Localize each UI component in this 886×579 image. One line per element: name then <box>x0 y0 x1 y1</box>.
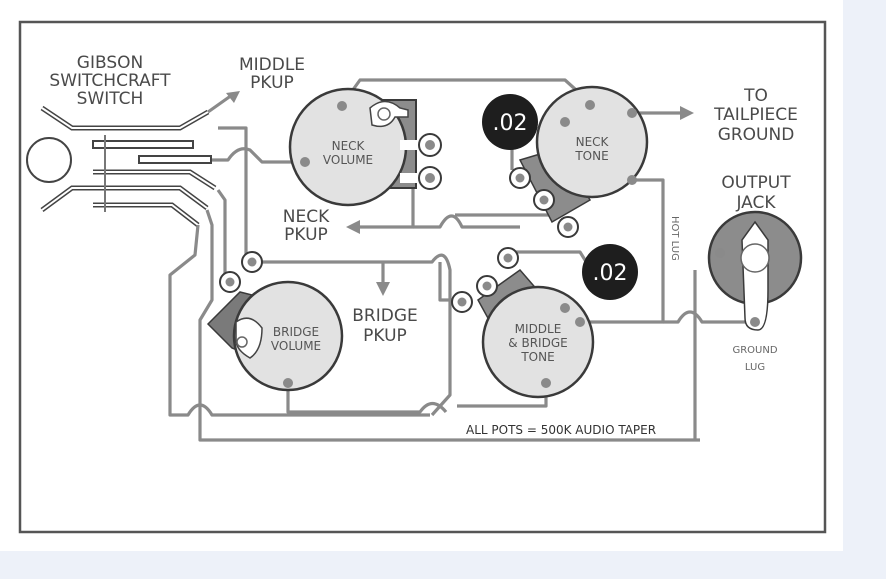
middle-bridge-tone-pot: MIDDLE & BRIDGE TONE <box>451 247 595 399</box>
capacitor-value: .02 <box>593 261 628 286</box>
bridge-pkup-arrow-icon <box>376 282 390 296</box>
bridge-pkup-label-2: PKUP <box>363 326 407 346</box>
output-jack <box>707 210 803 331</box>
tailpiece-label-1: TO <box>743 86 768 106</box>
neck-volume-label-2: VOLUME <box>323 153 373 167</box>
tailpiece-label-2: TAILPIECE <box>713 105 798 125</box>
hot-lug-label: HOT LUG <box>669 216 680 261</box>
middle-bridge-tone-label-2: & BRIDGE <box>508 336 567 350</box>
output-jack-label-1: OUTPUT <box>721 173 791 193</box>
neck-tone-capacitor: .02 <box>482 94 538 150</box>
hot-lug <box>715 248 725 258</box>
switch-contact <box>138 155 212 164</box>
ground-lug <box>750 317 760 327</box>
bridge-pkup-label-1: BRIDGE <box>352 306 418 326</box>
capacitor-value: .02 <box>493 111 528 136</box>
labels: GIBSON SWITCHCRAFT SWITCH MIDDLE PKUP NE… <box>49 53 797 437</box>
pots-note: ALL POTS = 500K AUDIO TAPER <box>466 423 656 437</box>
diagram-border <box>18 20 827 534</box>
ground-lug-label-1: GROUND <box>732 345 777 356</box>
ground-lug-label-2: LUG <box>745 362 765 373</box>
output-jack-label-2: JACK <box>735 193 776 213</box>
neck-pkup-label-2: PKUP <box>284 225 328 245</box>
middle-pkup-arrow-icon <box>226 91 240 103</box>
middle-pkup-label-1: MIDDLE <box>239 55 305 75</box>
middle-bridge-tone-label-3: TONE <box>520 350 554 364</box>
switch-label-2: SWITCHCRAFT <box>49 71 171 91</box>
switch-mount-hole <box>26 137 72 183</box>
neck-tone-pot: NECK TONE <box>509 85 649 238</box>
middle-bridge-tone-capacitor: .02 <box>582 244 638 300</box>
pickup-switch <box>26 105 217 227</box>
neck-tone-label-1: NECK <box>576 135 610 149</box>
neck-volume-pot: NECK VOLUME <box>288 87 442 207</box>
bridge-volume-label-1: BRIDGE <box>273 325 319 339</box>
bridge-volume-pot: BRIDGE VOLUME <box>206 251 344 392</box>
neck-tone-label-2: TONE <box>574 149 608 163</box>
middle-pkup-label-2: PKUP <box>250 73 294 93</box>
neck-pkup-arrow-icon <box>346 220 360 234</box>
switch-label-1: GIBSON <box>77 53 143 73</box>
bridge-volume-label-2: VOLUME <box>271 339 321 353</box>
tailpiece-label-3: GROUND <box>718 125 795 145</box>
switch-contact <box>92 140 194 149</box>
arrows <box>226 91 694 296</box>
neck-volume-label-1: NECK <box>332 139 366 153</box>
tailpiece-arrow-icon <box>680 106 694 120</box>
switch-label-3: SWITCH <box>77 89 144 109</box>
neck-pkup-label-1: NECK <box>283 207 330 227</box>
middle-bridge-tone-label-1: MIDDLE <box>515 322 562 336</box>
diagram-panel <box>0 0 843 551</box>
